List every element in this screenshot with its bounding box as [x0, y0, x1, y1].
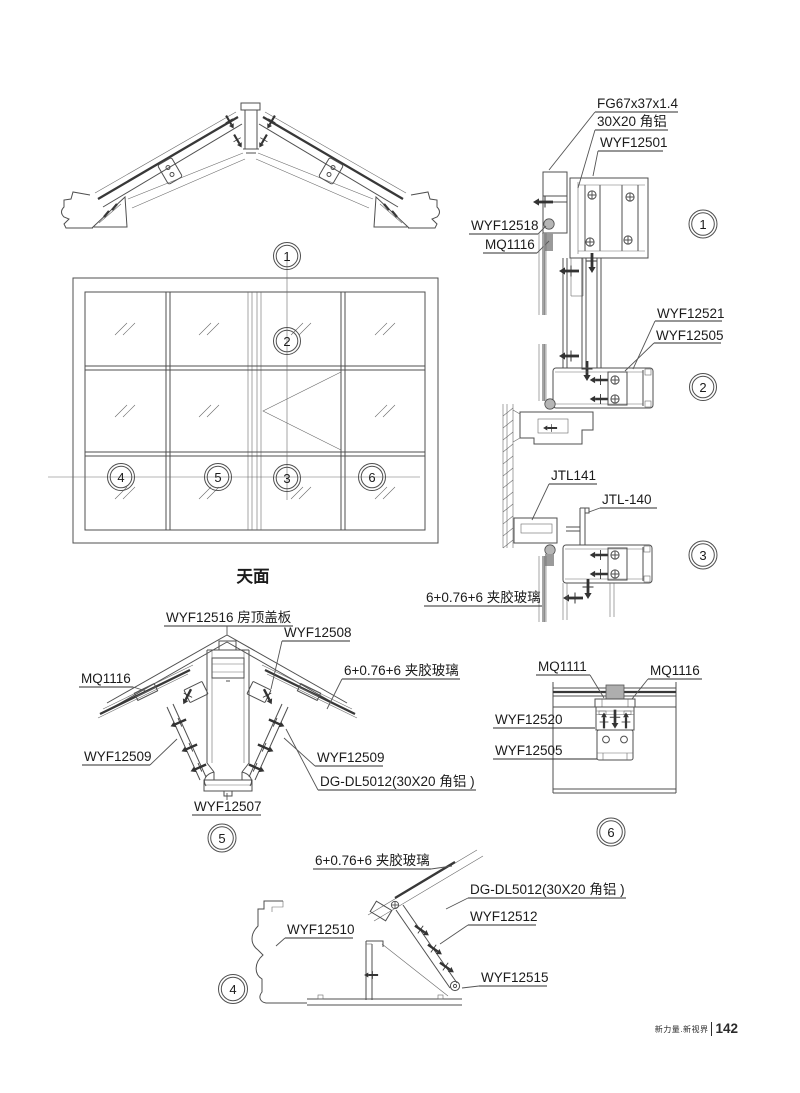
- label-glass-d5: 6+0.76+6 夹胶玻璃: [344, 662, 459, 678]
- roof-plan-view: 1 2 4 5 3 6 天面: [48, 242, 439, 586]
- label-dgdl5012-d5: DG-DL5012(30X20 角铝 ): [320, 774, 475, 789]
- plan-callout-5: 5: [214, 470, 221, 485]
- footer-slogan: 新力量.新视界: [654, 1024, 709, 1034]
- label-mq1116-d1: MQ1116: [485, 237, 535, 252]
- detail-4: 6+0.76+6 夹胶玻璃 DG-DL5012(30X20 角铝 ) WYF12…: [218, 849, 626, 1006]
- label-jtl141: JTL141: [551, 468, 596, 483]
- label-wyf12520: WYF12520: [495, 712, 563, 727]
- label-wyf12508: WYF12508: [284, 625, 352, 640]
- detail-6-number: 6: [607, 825, 614, 840]
- plan-callout-4: 4: [117, 470, 124, 485]
- label-wyf12510: WYF12510: [287, 922, 355, 937]
- plan-callout-3: 3: [283, 471, 290, 486]
- label-wyf12509-right: WYF12509: [317, 750, 385, 765]
- plan-title: 天面: [237, 568, 270, 586]
- detail-3-number: 3: [699, 548, 706, 563]
- label-wyf12501: WYF12501: [600, 135, 668, 150]
- label-glass-d4: 6+0.76+6 夹胶玻璃: [315, 852, 430, 868]
- page-footer: 新力量.新视界 142: [655, 1022, 738, 1036]
- label-mq1116-d5: MQ1116: [81, 671, 131, 686]
- label-wyf12515: WYF12515: [481, 970, 549, 985]
- label-angle-alu-1: 30X20 角铝: [597, 114, 667, 129]
- label-mq1116-d6: MQ1116: [650, 663, 700, 678]
- detail-4-number: 4: [229, 982, 236, 997]
- label-fg67: FG67x37x1.4: [597, 96, 679, 111]
- label-wyf12516: WYF12516 房顶盖板: [166, 610, 292, 625]
- detail-3: JTL141 JTL-140 6+0.76+6 夹胶玻璃 3: [424, 468, 718, 622]
- section-link-1-2: [538, 233, 602, 401]
- footer-page-number: 142: [711, 1022, 738, 1036]
- roof-cross-section: [61, 102, 440, 228]
- label-wyf12521: WYF12521: [657, 306, 725, 321]
- detail-5: WYF12516 房顶盖板 WYF12508 MQ1116 6+0.76+6 夹…: [79, 610, 476, 853]
- label-jtl-140: JTL-140: [602, 492, 652, 507]
- label-wyf12507: WYF12507: [194, 799, 262, 814]
- detail-2: WYF12521 WYF12505 2: [502, 306, 725, 549]
- glass-hatch-marks: [114, 322, 396, 500]
- label-wyf12505-d2: WYF12505: [656, 328, 724, 343]
- label-dgdl5012-d4: DG-DL5012(30X20 角铝 ): [470, 882, 625, 897]
- detail-1-number: 1: [699, 217, 706, 232]
- openable-window-symbol: [262, 371, 342, 451]
- detail-5-number: 5: [218, 831, 225, 846]
- plan-callout-1: 1: [283, 249, 290, 264]
- detail-1: FG67x37x1.4 30X20 角铝 WYF12501 WYF12518 M…: [469, 96, 718, 300]
- label-mq1111: MQ1111: [538, 659, 587, 674]
- detail-2-number: 2: [699, 380, 706, 395]
- plan-callout-2: 2: [283, 334, 290, 349]
- label-wyf12512: WYF12512: [470, 909, 538, 924]
- plan-callouts: 1 2 4 5 3 6: [107, 242, 386, 492]
- label-wyf12509-left: WYF12509: [84, 749, 152, 764]
- detail-6: MQ1111 MQ1116 WYF12520 WYF12505 6: [493, 659, 702, 847]
- label-wyf12505-d6: WYF12505: [495, 743, 563, 758]
- plan-callout-6: 6: [368, 470, 375, 485]
- label-wyf12518: WYF12518: [471, 218, 539, 233]
- label-glass-d3: 6+0.76+6 夹胶玻璃: [426, 589, 541, 605]
